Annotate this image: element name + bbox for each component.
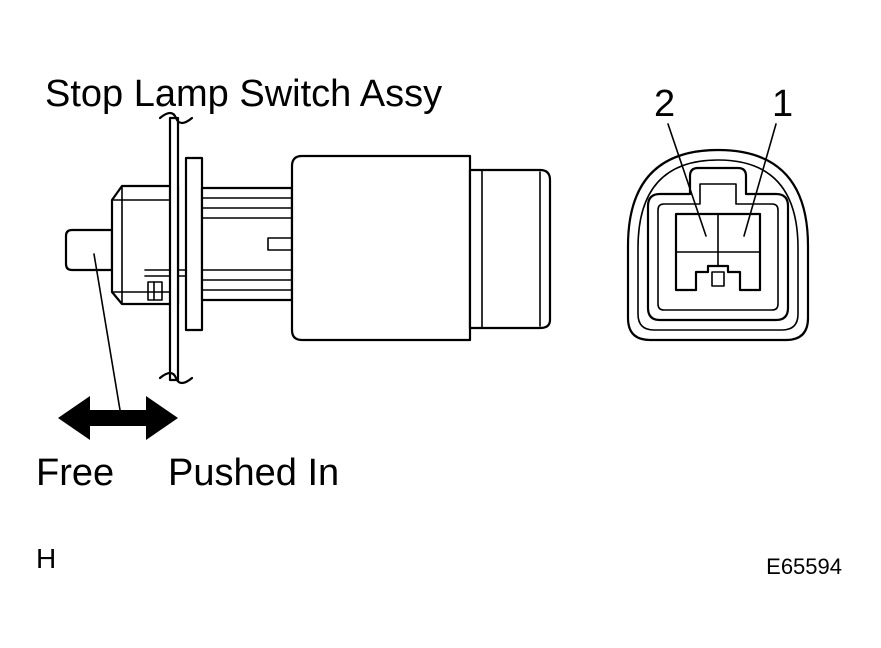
switch-side-view [58,111,552,440]
neck-section [200,186,294,302]
plunger [64,228,114,272]
title-label: Stop Lamp Switch Assy [45,73,442,115]
terminal-2-label: 2 [654,83,675,125]
corner-code-label: H [36,543,56,574]
mounting-bracket [158,111,194,385]
connector-face-view [626,123,810,342]
terminal-1-label: 1 [772,83,793,125]
free-label: Free [36,452,114,494]
terminal-2-leader [667,123,707,237]
terminal-1-leader [743,123,777,237]
plunger-leader-line [93,253,121,411]
movement-arrow [58,396,178,440]
pushed-in-label: Pushed In [168,452,339,494]
figure-id-label: E65594 [766,554,842,579]
lock-nut-flange [184,156,204,332]
main-body [290,154,472,342]
connector-end [468,168,552,330]
